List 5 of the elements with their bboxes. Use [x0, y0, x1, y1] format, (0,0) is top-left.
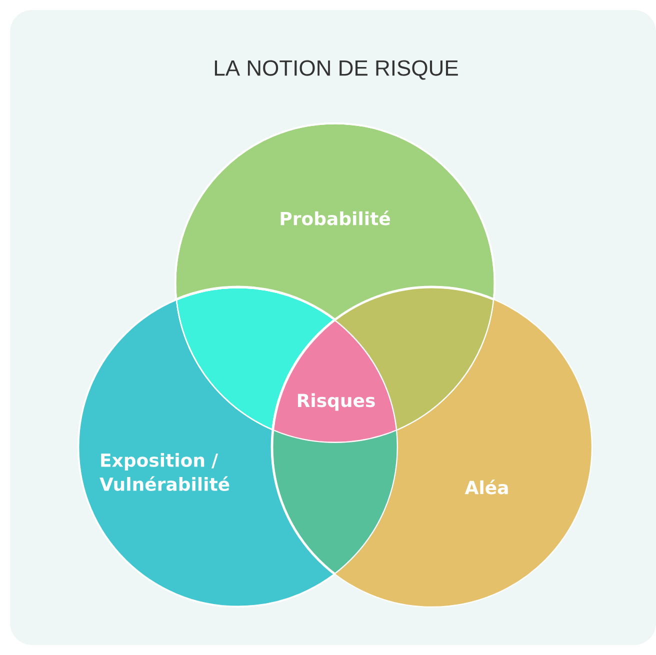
region-label: Exposition / Vulnérabilité: [100, 453, 230, 491]
title: LA NOTION DE RISQUE: [214, 60, 458, 80]
region-label: Aléa: [464, 480, 508, 494]
region-label: Risques: [298, 393, 375, 411]
region-label: Probabilité: [280, 210, 390, 226]
